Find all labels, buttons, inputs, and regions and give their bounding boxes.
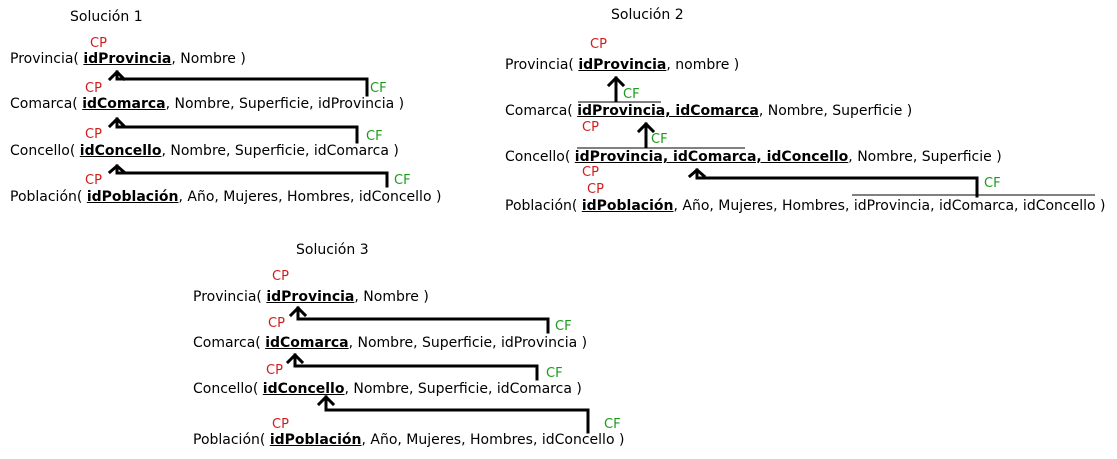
s1-comarca-cp-label: CP xyxy=(85,81,102,96)
s2-title: Solución 2 xyxy=(611,7,684,23)
s1-comarca-cf-label: CF xyxy=(370,81,387,96)
s2-arrowhead-concello xyxy=(687,168,707,179)
s3-provincia-relation: Provincia( idProvincia, Nombre ) xyxy=(193,289,429,305)
s3-fk-arrow-poblacion-concello xyxy=(324,395,590,434)
s3-concello-pk: idConcello xyxy=(262,381,345,397)
s2-comarca-cf-label: CF xyxy=(623,87,640,102)
s1-title: Solución 1 xyxy=(70,9,143,25)
s3-title: Solución 3 xyxy=(296,242,369,258)
s1-fk-arrow-comarca-provincia xyxy=(115,70,369,97)
s3-comarca-cf-label: CF xyxy=(555,319,572,334)
s1-concello-pk: idConcello xyxy=(79,143,162,159)
s1-arrowhead-concello xyxy=(107,164,127,175)
s1-provincia-cp-label: CP xyxy=(90,36,107,51)
s3-arrowhead-concello xyxy=(316,394,336,407)
s1-concello-cp-label: CP xyxy=(85,127,102,142)
s2-comarca-pk: idProvincia, idComarca xyxy=(577,103,759,119)
s2-concello-cp-label: CP xyxy=(582,120,599,135)
s2-poblacion-fk: idProvincia, idComarca, idConcello xyxy=(853,198,1096,214)
s3-provincia-cp-label: CP xyxy=(272,269,289,284)
s1-comarca-relation: Comarca( idComarca, Nombre, Superficie, … xyxy=(10,96,405,112)
s3-poblacion-pk: idPoblación xyxy=(269,432,362,448)
s1-poblacion-cp-label: CP xyxy=(85,173,102,188)
s3-concello-relation: Concello( idConcello, Nombre, Superficie… xyxy=(193,381,582,397)
s1-poblacion-relation: Población( idPoblación, Año, Mujeres, Ho… xyxy=(10,189,442,205)
s1-concello-relation: Concello( idConcello, Nombre, Superficie… xyxy=(10,143,399,159)
s2-poblacion-cp-label-a: CP xyxy=(582,165,599,180)
s1-provincia-pk: idProvincia xyxy=(83,51,172,67)
s2-poblacion-pk: idPoblación xyxy=(581,198,674,214)
s1-fk-arrow-concello-comarca xyxy=(115,117,359,144)
s1-provincia-relation: Provincia( idProvincia, Nombre ) xyxy=(10,51,246,67)
s3-concello-cf-label: CF xyxy=(546,366,563,381)
s1-concello-cf-label: CF xyxy=(366,129,383,144)
s2-poblacion-relation: Población( idPoblación, Año, Mujeres, Ho… xyxy=(505,198,1106,214)
s3-fk-arrow-comarca-provincia xyxy=(296,306,550,334)
s1-arrowhead-provincia xyxy=(107,69,127,82)
s1-comarca-pk: idComarca xyxy=(82,96,166,112)
s1-fk-arrow-poblacion-concello xyxy=(115,164,389,188)
s3-comarca-pk: idComarca xyxy=(265,335,349,351)
s3-poblacion-relation: Población( idPoblación, Año, Mujeres, Ho… xyxy=(193,432,625,448)
s3-arrowhead-provincia xyxy=(288,305,308,318)
s2-comarca-relation: Comarca( idProvincia, idComarca, Nombre,… xyxy=(505,103,913,119)
s2-poblacion-cf-label: CF xyxy=(984,176,1001,191)
s3-poblacion-cf-label: CF xyxy=(604,417,621,432)
s3-comarca-cp-label: CP xyxy=(268,316,285,331)
s1-arrowhead-comarca xyxy=(107,116,127,129)
s2-concello-relation: Concello( idProvincia, idComarca, idConc… xyxy=(505,149,1002,165)
s2-concello-cf-label: CF xyxy=(651,132,668,147)
s2-provincia-relation: Provincia( idProvincia, nombre ) xyxy=(505,57,740,73)
s2-provincia-pk: idProvincia xyxy=(578,57,667,73)
s3-concello-cp-label: CP xyxy=(266,363,283,378)
s3-provincia-pk: idProvincia xyxy=(266,289,355,305)
s2-fk-arrow-poblacion-concello xyxy=(695,168,979,198)
s1-poblacion-cf-label: CF xyxy=(394,173,411,188)
s3-arrowhead-comarca xyxy=(285,352,305,365)
s3-comarca-relation: Comarca( idComarca, Nombre, Superficie, … xyxy=(193,335,588,351)
s3-poblacion-cp-label: CP xyxy=(272,417,289,432)
s2-concello-pk: idProvincia, idComarca, idConcello xyxy=(574,149,849,165)
s2-arrowhead-comarca xyxy=(636,121,656,134)
s2-provincia-cp-label: CP xyxy=(590,37,607,52)
s1-poblacion-pk: idPoblación xyxy=(86,189,179,205)
s2-arrowhead-provincia xyxy=(606,75,626,88)
s3-fk-arrow-concello-comarca xyxy=(293,353,539,381)
s2-poblacion-cp-label-b: CP xyxy=(587,182,604,197)
